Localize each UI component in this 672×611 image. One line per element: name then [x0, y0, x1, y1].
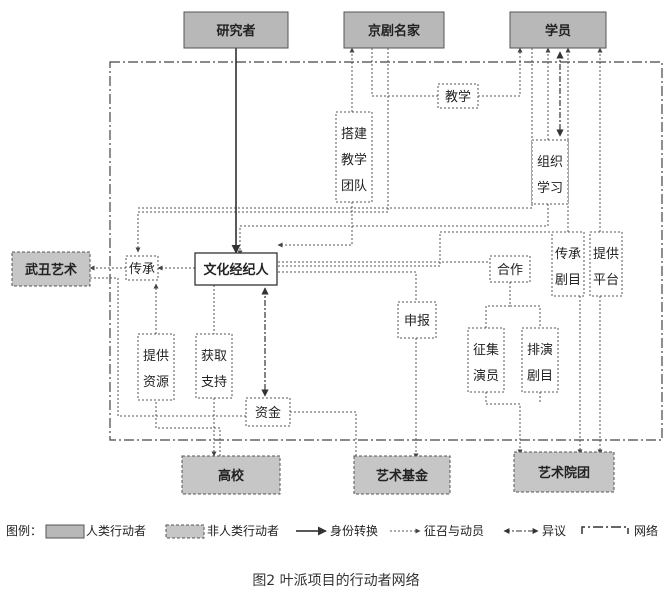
node-provide-resources-label: 提供资源 — [143, 348, 169, 390]
node-organize-learning-label: 组织学习 — [537, 155, 563, 196]
connector-funds-wuchou — [90, 277, 246, 417]
non-human-actors: 武丑艺术 高校 艺术基金 艺术院团 — [11, 251, 615, 495]
connector-team-broker — [277, 202, 353, 248]
node-provide-platform: 提供平台 — [589, 231, 623, 297]
connector-master-teaching — [371, 48, 438, 97]
node-organize-learning: 组织学习 — [531, 139, 569, 205]
legend-network-line — [581, 526, 629, 534]
node-inherit-repertoire-label: 传承剧目 — [555, 247, 581, 288]
legend-human-swatch — [45, 524, 85, 539]
connector-broker-apply — [278, 271, 417, 302]
figure-caption: 图2 叶派项目的行动者网络 — [252, 573, 420, 589]
node-rehearse-repertoire: 排演剧目 — [521, 327, 559, 393]
legend-identity-label: 身份转换 — [330, 523, 378, 538]
actor-student: 学员 — [509, 11, 607, 49]
node-provide-resources: 提供资源 — [137, 333, 175, 401]
legend-network-label: 网络 — [634, 523, 658, 538]
node-obtain-support-label: 获取支持 — [201, 349, 227, 390]
actor-wuchou-art-label: 武丑艺术 — [25, 262, 77, 278]
actor-opera-master-label: 京剧名家 — [368, 23, 421, 39]
actor-wuchou-art: 武丑艺术 — [11, 251, 91, 287]
node-funds-label: 资金 — [255, 405, 281, 421]
intermediate-nodes: 教学 搭建教学团队 组织学习 传承 合作 传承剧目 — [125, 83, 623, 427]
actor-art-fund: 艺术基金 — [353, 455, 451, 495]
legend-nonhuman-swatch — [165, 524, 205, 539]
node-collect-actors: 征集演员 — [467, 327, 505, 393]
node-apply-label: 申报 — [404, 314, 430, 329]
actor-researcher-label: 研究者 — [216, 23, 255, 39]
connector-cooperate-split — [485, 282, 511, 328]
node-inherit: 传承 — [125, 255, 159, 281]
actor-university-label: 高校 — [218, 468, 245, 484]
legend-human-label: 人类行动者 — [86, 524, 146, 538]
node-apply: 申报 — [397, 301, 437, 339]
connector-collect-troupe — [485, 392, 523, 455]
legend-objection-label: 异议 — [542, 524, 566, 538]
node-teaching-label: 教学 — [445, 89, 471, 105]
connector-organize-broker — [237, 204, 549, 256]
node-inherit-label: 传承 — [129, 262, 155, 277]
actor-culture-broker: 文化经纪人 — [194, 252, 278, 286]
node-funds: 资金 — [245, 397, 291, 427]
actor-art-troupe: 艺术院团 — [513, 451, 615, 493]
network-boundary — [109, 61, 663, 441]
actor-student-label: 学员 — [545, 23, 571, 39]
actor-opera-master: 京剧名家 — [343, 11, 445, 49]
actor-university: 高校 — [181, 455, 281, 495]
legend-prefix: 图例： — [6, 524, 42, 538]
connector-teaching-student — [478, 47, 523, 97]
human-actors: 研究者 京剧名家 学员 — [183, 11, 607, 49]
legend-nonhuman-label: 非人类行动者 — [207, 524, 279, 538]
node-provide-platform-label: 提供平台 — [593, 246, 619, 288]
node-collect-actors-label: 征集演员 — [473, 342, 499, 384]
node-cooperate-label: 合作 — [497, 263, 523, 278]
connector-master-inherit — [135, 48, 389, 253]
connector-student-route — [138, 48, 533, 209]
actor-researcher: 研究者 — [183, 11, 289, 49]
connectors — [89, 47, 603, 459]
connector-funds-fund — [290, 411, 357, 456]
node-rehearse-repertoire-label: 排演剧目 — [527, 342, 553, 384]
actor-art-fund-label: 艺术基金 — [376, 468, 429, 484]
legend-recruit-label: 征召与动员 — [424, 524, 484, 538]
legend: 图例： 人类行动者 非人类行动者 身份转换 征召与动员 异议 网络 — [6, 523, 658, 539]
node-teaching: 教学 — [437, 83, 479, 109]
connector-university-resources — [155, 400, 221, 456]
node-inherit-repertoire: 传承剧目 — [551, 231, 585, 297]
connector-broker-repertoire — [278, 231, 568, 267]
node-build-team-label: 搭建教学团队 — [341, 126, 367, 194]
node-obtain-support: 获取支持 — [195, 333, 233, 399]
node-build-team: 搭建教学团队 — [335, 111, 373, 203]
connector-cooperate-rehearse — [510, 305, 541, 328]
actor-art-troupe-label: 艺术院团 — [538, 465, 590, 481]
actor-culture-broker-label: 文化经纪人 — [203, 262, 269, 278]
node-cooperate: 合作 — [489, 255, 531, 283]
